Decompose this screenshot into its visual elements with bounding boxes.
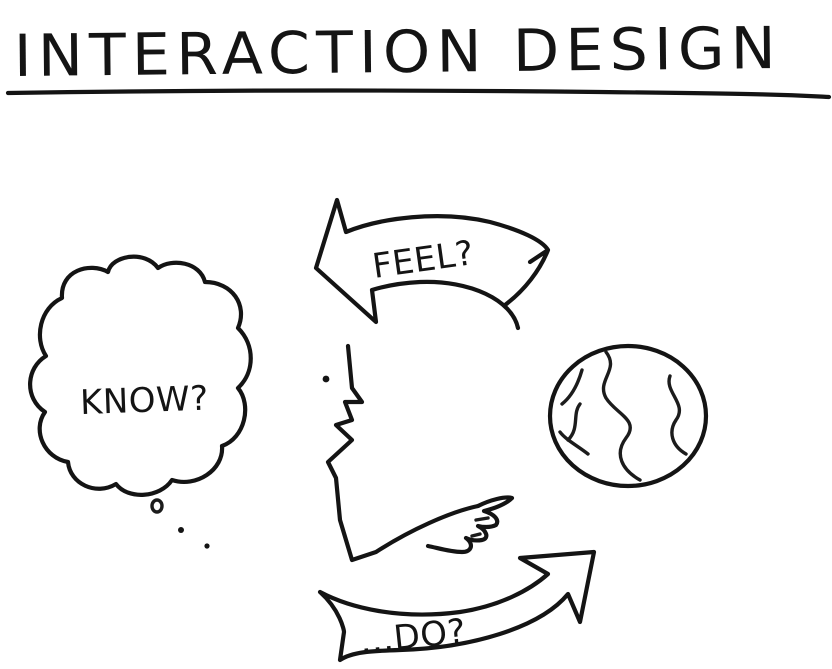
face-profile	[328, 346, 478, 560]
feel-label: FEEL?	[370, 233, 477, 287]
page-title: INTERACTION DESIGN	[14, 14, 783, 90]
feel-arrow: FEEL?	[316, 200, 548, 328]
globe-icon	[550, 346, 706, 486]
title-underline	[8, 91, 829, 97]
do-label: ...DO?	[358, 611, 468, 662]
thought-bubble-medium	[178, 527, 184, 533]
eye	[323, 376, 330, 383]
globe-wave-2	[603, 352, 640, 480]
globe-outline	[550, 346, 706, 486]
do-arrow: ...DO?	[320, 552, 594, 662]
thought-cloud: KNOW?	[30, 257, 251, 549]
thought-bubble-small	[204, 543, 209, 548]
hand-outline	[428, 497, 512, 552]
globe-wave-1	[560, 370, 588, 454]
pointing-hand-icon	[428, 497, 512, 552]
title-group: INTERACTION DESIGN	[8, 14, 829, 97]
globe-wave-3	[669, 376, 686, 454]
person-profile	[323, 346, 478, 560]
thought-bubble-large	[152, 500, 162, 512]
cloud-outline	[30, 257, 251, 495]
know-label: KNOW?	[79, 379, 209, 423]
